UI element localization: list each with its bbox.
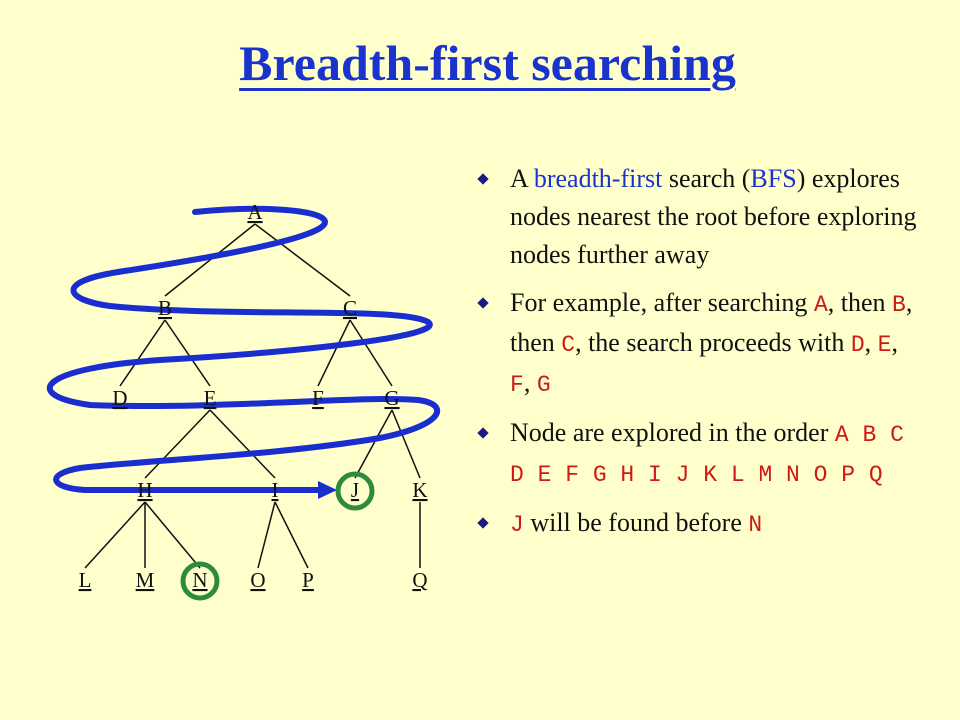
code-text: F [510,372,524,398]
bfs-path-arrowhead [318,481,337,499]
node-label-a: A [247,200,263,224]
edge-G-K [391,409,421,479]
node-label-m: M [136,568,155,592]
code-text: A B C D E F G H I J K L M N O P Q [510,422,904,488]
edge-H-L [84,501,146,569]
edge-E-I [209,409,276,479]
edge-H-N [144,501,201,569]
node-label-f: F [312,386,324,410]
bullet-text: Node are explored in the order [510,418,835,447]
node-label-j: J [351,478,359,502]
code-text: C [561,332,576,358]
bullet-text: search ( [662,164,751,193]
tree-nodes: A B C D E F G H I J K L M N O P Q [79,200,428,601]
tree-node-m: M [136,568,155,592]
bullet-text: ) explores nodes nearest the root before… [510,164,917,269]
tree-node-h: H [137,478,152,502]
node-label-p: P [302,568,314,592]
node-label-o: O [250,568,265,592]
edge-I-O [257,501,276,569]
edge-G-J [354,409,393,479]
node-label-e: E [204,386,217,410]
node-label-n: N [192,568,207,592]
bfs-traversal-path [46,205,441,493]
bullet-list: A breadth-first search (BFS) explores no… [474,160,919,554]
bullet-text: , [891,328,898,357]
code-text: N [748,512,763,538]
tree-node-j: J [335,471,375,511]
edge-A-B [164,223,256,297]
diamond-bullet-icon [477,427,489,439]
slide-title: Breadth-first searching [239,35,736,91]
edge-C-F [317,319,351,387]
bullet-item: Node are explored in the order A B C D E… [474,414,919,494]
diamond-bullet-icon [477,173,489,185]
tree-node-q: Q [412,568,427,592]
bullet-text: , then [510,288,913,357]
diamond-bullet-icon [477,517,489,529]
bullet-item: J will be found before N [474,504,919,544]
tree-node-i: I [272,478,279,502]
tree-node-d: D [112,386,127,410]
bullet-text: For example, after searching [510,288,814,317]
tree-node-g: G [384,386,399,410]
tree-node-n: N [180,561,220,601]
tree-node-l: L [79,568,92,592]
node-label-g: G [384,386,399,410]
diamond-bullet-icon [477,297,489,309]
edge-B-E [164,319,211,387]
node-label-d: D [112,386,127,410]
code-text: B [892,292,906,318]
edge-E-H [144,409,211,479]
code-text: A [813,292,828,318]
tree-node-f: F [312,386,324,410]
node-label-l: L [79,568,92,592]
code-text: E [877,332,892,358]
bullet-text: will be found before [523,508,749,537]
edge-B-D [119,319,166,387]
keyword-text: BFS [750,164,797,193]
node-label-c: C [343,296,357,320]
bullet-text: , then [827,288,893,317]
bullet-item: A breadth-first search (BFS) explores no… [474,160,919,274]
tree-node-p: P [302,568,314,592]
edge-A-C [254,223,351,297]
tree-node-k: K [412,478,427,502]
tree-node-a: A [247,200,263,224]
tree-node-b: B [158,296,172,320]
bullet-text: A [510,164,534,193]
edge-I-P [274,501,309,569]
node-label-k: K [412,478,427,502]
bullet-item: For example, after searching A, then B , … [474,284,919,404]
tree-node-e: E [204,386,217,410]
code-text: J [510,512,524,538]
keyword-text: breadth-first [533,164,663,193]
bullet-text: , [523,368,537,397]
tree-node-o: O [250,568,265,592]
node-label-h: H [137,478,152,502]
bullet-text: , the search proceeds with [575,328,851,357]
code-text: D [850,332,865,358]
bullet-text: , [864,328,878,357]
node-label-b: B [158,296,172,320]
highlight-ring-j [335,471,375,511]
node-label-q: Q [412,568,427,592]
tree-node-c: C [343,296,357,320]
highlight-ring-n [180,561,220,601]
edge-C-G [349,319,393,387]
tree-edges [84,223,421,569]
code-text: G [536,372,551,398]
node-label-i: I [272,478,279,502]
